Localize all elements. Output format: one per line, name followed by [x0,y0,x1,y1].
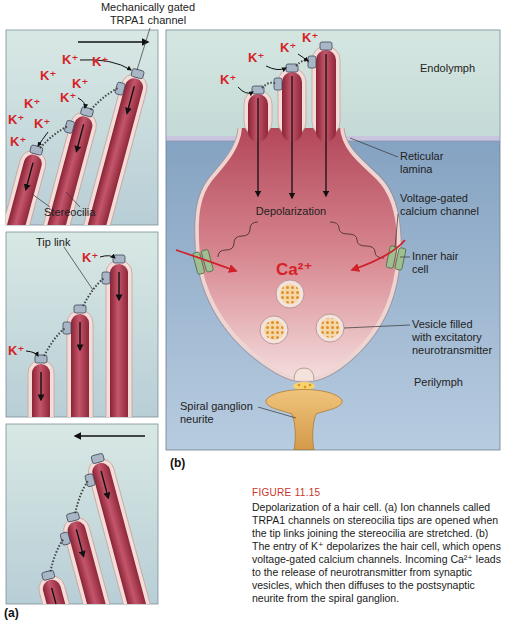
callout-label: Mechanically gated TRPA1 channel [92,1,204,27]
part-label: Reticular lamina [400,150,460,176]
ion-flow-arrow [100,256,115,258]
ion-label: K⁺ [10,134,26,149]
ion-flow-arrow [325,54,326,196]
vesicle-membrane [316,314,344,342]
ion-label: K⁺ [60,90,76,105]
part-label: Voltage-gated calcium channel [400,192,492,218]
tip-link [262,83,276,88]
ion-label: K⁺ [82,250,98,265]
ion-flow-arrow [266,66,286,70]
ion-label: K⁺ [62,52,78,67]
panel-content [9,451,158,604]
depolarization-wave [330,222,384,258]
released-neurotransmitter [293,382,315,390]
released-neurotransmitter [304,386,307,389]
leader-line [258,407,296,418]
leader-line [400,257,410,258]
leader-line [66,192,80,207]
ion-flow-arrow [38,132,48,146]
figure-caption: Depolarization of a hair cell. (a) Ion c… [252,501,502,605]
ion-label: K⁺ [8,112,24,127]
ion-label: Ca²⁺ [276,260,312,279]
perilymph-region [166,30,500,450]
part-label: Stereocilia [44,206,95,219]
ion-flow-arrow [78,98,85,108]
leader-line [395,214,398,248]
trpa1-channel [274,78,282,90]
leader-line [344,325,410,328]
ion-label: K⁺ [220,72,236,87]
part-label: Perilymph [414,376,463,389]
synaptic-vesicle [276,280,304,308]
neurotransmitter [320,318,340,338]
stereocilia-bundle [28,255,132,417]
part-label: Vesicle filled with excitatory neurotran… [412,318,494,357]
trpa1-channel [308,56,316,68]
ion-label: K⁺ [280,40,296,55]
part-label: Tip link [36,236,70,249]
spiral-ganglion-neurite [266,390,342,450]
ion-flow-arrow [298,54,308,61]
vesicle-membrane [260,316,288,344]
panel-letter: (a) [4,606,19,620]
part-label: Endolymph [420,62,475,75]
trpa1-channel [320,42,332,50]
ion-label: K⁺ [72,76,88,91]
calcium-influx-arrow [352,240,405,270]
ion-flow-arrow [26,351,38,356]
ion-flow-arrow [238,87,253,93]
stereocilia-bundle [9,451,158,604]
part-label: Inner hair cell [412,250,474,276]
ion-label: K⁺ [302,30,318,45]
ion-flow-arrow [291,76,292,198]
ion-flow-arrow [257,98,258,196]
direction-arrow [75,435,145,437]
process-label: Depolarization [246,205,336,218]
synaptic-vesicle [316,314,344,342]
neurotransmitter [264,320,284,340]
neurotransmitter [280,284,300,304]
ion-label: K⁺ [92,54,108,69]
tip-link [296,61,310,66]
ion-label: K⁺ [34,116,50,131]
leader-line [137,28,150,70]
leader-line [32,194,50,207]
ion-label: K⁺ [24,96,40,111]
panel-content [28,255,132,417]
ion-label: K⁺ [248,50,264,65]
leader-line [350,138,398,157]
part-label: Spiral ganglion neurite [180,400,260,426]
stereocilia-bundle [6,46,151,225]
calcium-channel-subunit [395,247,406,270]
vesicle-membrane [276,280,304,308]
figure-number: FIGURE 11.15 [252,487,502,499]
ion-label: K⁺ [8,343,24,358]
depolarization-wave [218,222,258,257]
cell-membrane [195,128,401,382]
fused-vesicle [294,368,314,380]
calcium-influx-arrow [176,250,236,271]
direction-arrow [78,41,148,43]
synaptic-vesicle [260,316,288,344]
released-neurotransmitter [298,384,301,387]
panel-letter: (b) [170,456,185,470]
ion-label: K⁺ [40,68,56,83]
panel-content [6,46,151,225]
released-neurotransmitter [309,384,312,387]
